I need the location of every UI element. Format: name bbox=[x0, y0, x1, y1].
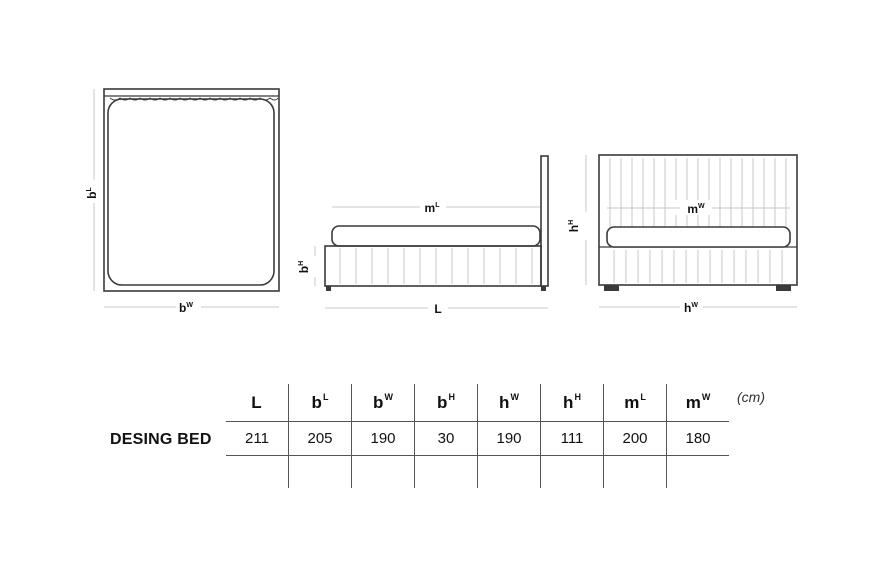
table-cell-empty bbox=[477, 455, 541, 488]
header-bL: bL bbox=[288, 384, 352, 422]
table-row-empty bbox=[226, 455, 729, 489]
top-view-scallop-trim bbox=[109, 97, 279, 101]
header-L: L bbox=[226, 384, 289, 422]
header-mL: mL bbox=[603, 384, 667, 422]
header-mW: mW bbox=[666, 384, 729, 422]
table-cell: 190 bbox=[351, 421, 415, 456]
label-side-length: L bbox=[434, 302, 441, 316]
front-view-ribs bbox=[609, 158, 787, 283]
table-cell: 30 bbox=[414, 421, 478, 456]
table-cell-empty bbox=[351, 455, 415, 488]
dimension-table: L bL bW bH hW hH mL mW 211 205 190 30 19… bbox=[226, 384, 729, 488]
label-front-mattress: mW bbox=[687, 202, 705, 216]
table-cell-empty bbox=[414, 455, 478, 488]
header-bW: bW bbox=[351, 384, 415, 422]
table-cell-empty bbox=[540, 455, 604, 488]
top-view-dimension-lines bbox=[93, 89, 279, 308]
unit-label: (cm) bbox=[737, 389, 765, 405]
table-cell: 190 bbox=[477, 421, 541, 456]
table-cell: 200 bbox=[603, 421, 667, 456]
side-view-drawing bbox=[324, 155, 549, 291]
label-side-base-height: bH bbox=[297, 261, 311, 273]
table-cell: 180 bbox=[666, 421, 729, 456]
label-top-view-width: bW bbox=[179, 301, 193, 315]
header-hH: hH bbox=[540, 384, 604, 422]
table-cell-empty bbox=[603, 455, 667, 488]
front-view-dimension-lines bbox=[585, 155, 797, 308]
table-cell-empty bbox=[288, 455, 352, 488]
side-view-ribs bbox=[339, 248, 533, 284]
side-view-dimension-lines bbox=[314, 206, 548, 309]
table-header-row: L bL bW bH hW hH mL mW bbox=[226, 384, 729, 422]
table-cell: 111 bbox=[540, 421, 604, 456]
table-cell: 211 bbox=[226, 421, 289, 456]
front-view-drawing bbox=[598, 154, 798, 291]
label-side-mattress: mL bbox=[425, 201, 441, 215]
table-cell-empty bbox=[666, 455, 729, 488]
header-bH: bH bbox=[414, 384, 478, 422]
label-top-view-depth: bL bbox=[85, 186, 99, 198]
label-front-headboard-height: hH bbox=[567, 220, 581, 232]
top-view-drawing bbox=[103, 88, 280, 292]
label-front-width: hW bbox=[684, 301, 698, 315]
row-label-desing-bed: DESING BED bbox=[110, 431, 212, 448]
table-cell-empty bbox=[226, 456, 289, 489]
table-cell: 205 bbox=[288, 421, 352, 456]
table-row: 211 205 190 30 190 111 200 180 bbox=[226, 421, 729, 456]
header-hW: hW bbox=[477, 384, 541, 422]
